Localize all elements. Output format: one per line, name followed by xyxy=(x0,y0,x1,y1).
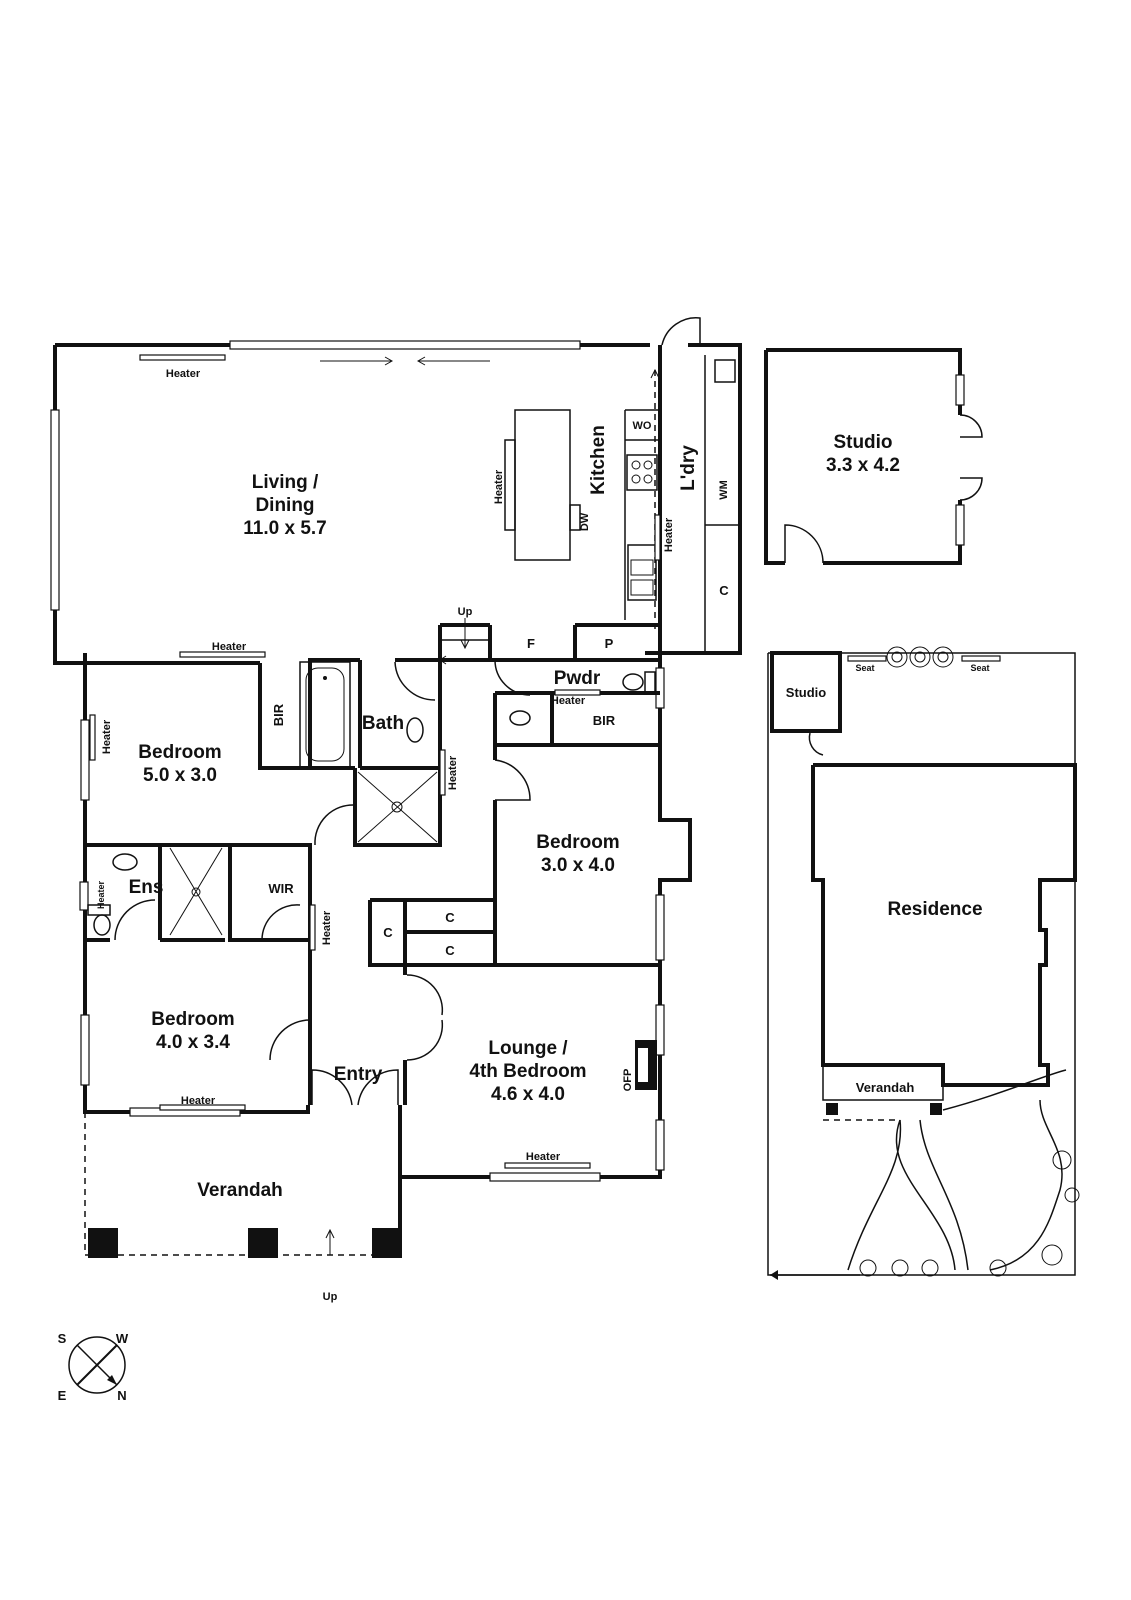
fridge-label: F xyxy=(527,636,535,651)
site-verandah-label: Verandah xyxy=(856,1080,915,1095)
entry-name: Entry xyxy=(334,1064,383,1085)
seat-label: Seat xyxy=(970,663,989,673)
powder-name: Pwdr xyxy=(554,668,601,689)
labels: Living / Dining 11.0 x 5.7 Kitchen L'dry… xyxy=(58,368,990,1403)
heater-label: Heater xyxy=(166,368,201,380)
heater-label: Heater xyxy=(212,641,247,653)
living-name: Living / xyxy=(252,472,319,493)
bed1-size: 5.0 x 3.0 xyxy=(143,765,217,786)
bed3-size: 4.0 x 3.4 xyxy=(156,1032,230,1053)
living-size: 11.0 x 5.7 xyxy=(243,518,326,539)
cupboard-label: C xyxy=(719,583,729,598)
compass-e: E xyxy=(58,1388,67,1403)
wir-name: WIR xyxy=(268,881,294,896)
dishwasher-label: DW xyxy=(579,512,591,531)
heater-label: Heater xyxy=(526,1151,561,1163)
heater-label: Heater xyxy=(663,517,675,552)
steps-up-label: Up xyxy=(323,1291,338,1303)
heater-label: Heater xyxy=(551,695,586,707)
verandah-name: Verandah xyxy=(197,1180,283,1201)
lounge-name: Lounge / xyxy=(488,1038,568,1059)
compass-s: S xyxy=(58,1331,67,1346)
cupboard-label: C xyxy=(445,910,455,925)
ensuite-name: Ens xyxy=(129,877,164,898)
cupboard-label: C xyxy=(445,943,455,958)
wall-oven-label: WO xyxy=(633,420,652,432)
heater-label: Heater xyxy=(96,880,106,909)
heater-label: Heater xyxy=(181,1095,216,1107)
living-name2: Dining xyxy=(255,495,314,516)
compass-n: N xyxy=(117,1388,126,1403)
kitchen-name: Kitchen xyxy=(588,425,609,495)
bed2-name: Bedroom xyxy=(536,832,619,853)
bed1-name: Bedroom xyxy=(138,742,221,763)
studio-name: Studio xyxy=(833,432,892,453)
lounge-size: 4.6 x 4.0 xyxy=(491,1084,565,1105)
studio-building xyxy=(764,348,983,565)
studio-size: 3.3 x 4.2 xyxy=(826,455,900,476)
fireplace-label: OFP xyxy=(622,1069,634,1092)
bath-name: Bath xyxy=(362,713,404,734)
bir-label: BIR xyxy=(593,713,616,728)
bed3-name: Bedroom xyxy=(151,1009,234,1030)
steps-up-label: Up xyxy=(458,606,473,618)
heater-label: Heater xyxy=(493,469,505,504)
heater-label: Heater xyxy=(101,719,113,754)
bir-label: BIR xyxy=(271,703,286,726)
washing-machine-label: WM xyxy=(718,480,730,500)
seat-label: Seat xyxy=(855,663,874,673)
cupboard-label: C xyxy=(383,925,393,940)
site-plan xyxy=(767,646,1080,1280)
site-residence-label: Residence xyxy=(887,899,982,920)
pantry-label: P xyxy=(605,636,614,651)
compass-w: W xyxy=(116,1331,129,1346)
heater-label: Heater xyxy=(321,910,333,945)
heater-label: Heater xyxy=(447,755,459,790)
bed2-size: 3.0 x 4.0 xyxy=(541,855,615,876)
lounge-name2: 4th Bedroom xyxy=(469,1061,586,1082)
site-studio-label: Studio xyxy=(786,685,826,700)
laundry-name: L'dry xyxy=(678,445,699,491)
compass xyxy=(68,1336,126,1394)
main-house xyxy=(50,317,742,1258)
